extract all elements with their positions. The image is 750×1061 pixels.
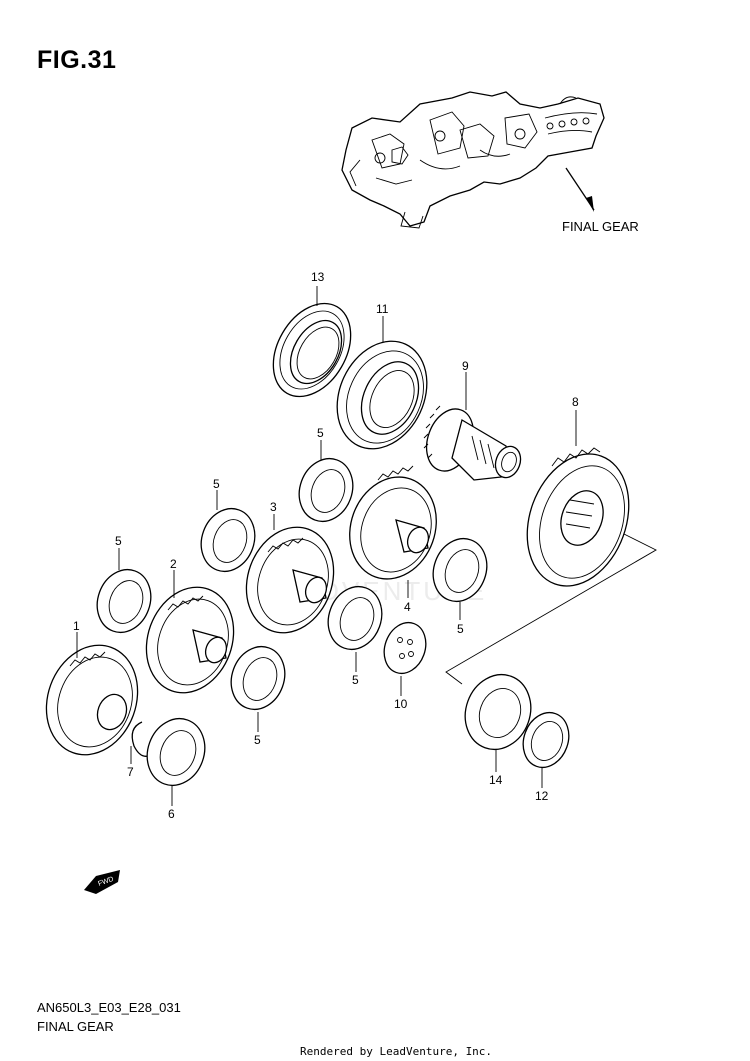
callout-2: 2 — [170, 557, 177, 571]
part-3-gear — [245, 526, 335, 634]
callout-6: 6 — [168, 807, 175, 821]
part-10-plate — [383, 621, 427, 675]
fwd-arrow-icon: FWD — [84, 870, 120, 894]
callout-5-d: 5 — [457, 622, 464, 636]
assembly-label: FINAL GEAR — [562, 219, 639, 234]
callout-12: 12 — [535, 789, 549, 803]
callout-10: 10 — [394, 697, 408, 711]
part-6-bearing — [146, 717, 206, 787]
callout-5-c: 5 — [115, 534, 122, 548]
render-credit: Rendered by LeadVenture, Inc. — [300, 1045, 493, 1058]
callout-8: 8 — [572, 395, 579, 409]
callout-14: 14 — [489, 773, 503, 787]
leader-lines — [76, 286, 577, 806]
part-11-bearing — [336, 340, 428, 450]
engine-housing-illustration — [341, 91, 605, 229]
part-14-bearing — [464, 674, 532, 750]
figure-title: FIG.31 — [37, 46, 117, 74]
callout-11: 11 — [376, 302, 389, 316]
callout-5-b: 5 — [213, 477, 220, 491]
part-5-bearing-f — [230, 645, 286, 711]
part-12-seal — [522, 711, 570, 769]
part-1-gear — [45, 644, 139, 756]
callout-5-f: 5 — [254, 733, 261, 747]
part-5-bearing-b — [200, 507, 256, 573]
part-4-gear — [349, 465, 437, 580]
part-9-shaft — [423, 405, 522, 481]
diagram-caption: FINAL GEAR — [37, 1019, 114, 1034]
assembly-bracket-line — [445, 533, 657, 685]
part-7-circlip — [131, 721, 149, 757]
callout-5-e: 5 — [352, 673, 359, 687]
part-2-gear — [145, 586, 235, 694]
callout-3: 3 — [270, 500, 277, 514]
callout-1: 1 — [73, 619, 80, 633]
callout-4: 4 — [404, 600, 411, 614]
callout-7: 7 — [127, 765, 134, 779]
part-5-bearing-c — [96, 568, 152, 634]
part-5-bearing-a — [298, 457, 354, 523]
part-5-bearing-d — [432, 537, 488, 603]
diagram-code: AN650L3_E03_E28_031 — [37, 1000, 181, 1015]
callout-9: 9 — [462, 359, 469, 373]
part-5-bearing-e — [327, 585, 383, 651]
part-13-oil-seal — [272, 302, 352, 398]
part-8-driven-gear — [526, 447, 630, 587]
callout-5-a: 5 — [317, 426, 324, 440]
callout-13: 13 — [311, 270, 325, 284]
assembly-pointer-arrowhead — [586, 196, 594, 212]
